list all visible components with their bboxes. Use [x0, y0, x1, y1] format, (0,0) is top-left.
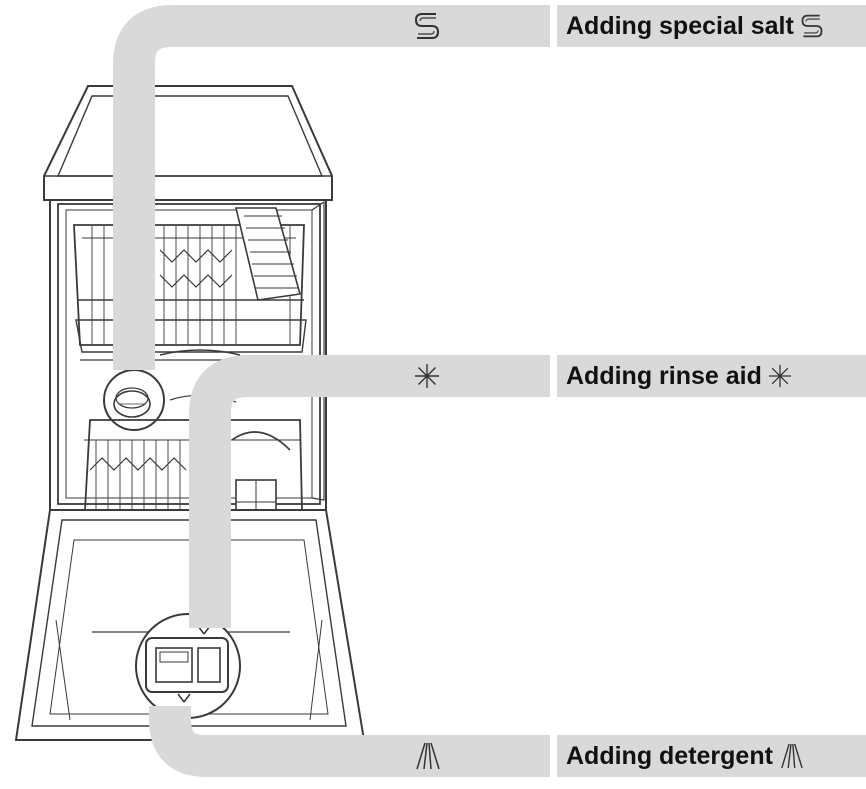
upper-rack — [73, 207, 307, 356]
salt-container-highlight — [103, 369, 165, 431]
detergent-connector — [149, 699, 550, 777]
callout-rinse-aid-label: Adding rinse aid — [566, 361, 762, 390]
rinse-aid-connector — [189, 355, 550, 628]
salt-connector — [113, 5, 550, 370]
salt-s-icon — [801, 14, 823, 38]
cutlery-drawer — [234, 207, 302, 301]
callout-special-salt-label: Adding special salt — [566, 11, 794, 40]
rinse-aid-band-icon — [414, 363, 440, 389]
salt-container-cap — [113, 390, 151, 418]
callout-rinse-aid: Adding rinse aid — [557, 355, 866, 397]
callout-detergent-label: Adding detergent — [566, 741, 773, 770]
callout-detergent: Adding detergent — [557, 735, 866, 777]
callout-special-salt: Adding special salt — [557, 5, 866, 47]
detergent-highlight — [135, 613, 241, 719]
detergent-dispenser — [135, 613, 241, 719]
detergent-fan-icon — [781, 743, 803, 769]
rinse-aid-sparkle-icon — [768, 364, 792, 388]
connector-bands — [113, 5, 550, 777]
worktop — [43, 85, 333, 201]
